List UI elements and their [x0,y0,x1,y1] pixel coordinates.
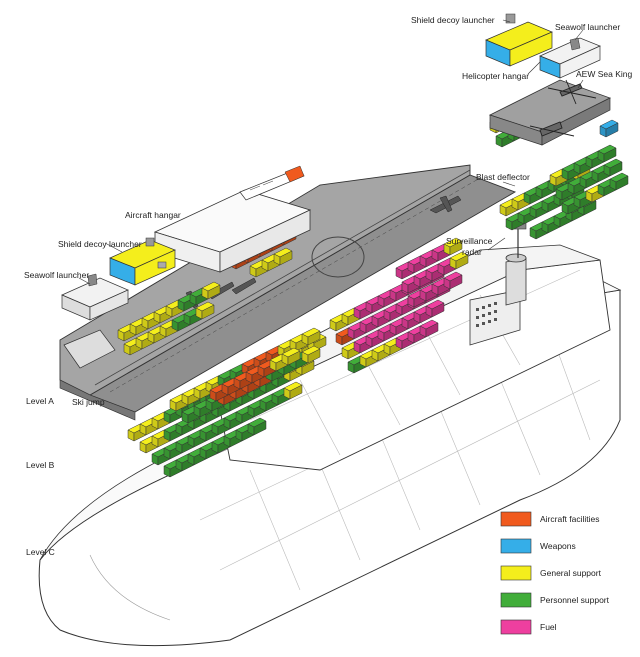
label-helicopter-hangar: Helicopter hangar [462,71,529,81]
deck-module-row-8-4 [603,158,623,177]
label-level-a: Level A [26,396,54,406]
module-row-5-10 [301,345,321,364]
label-aew-sea-king: AEW Sea King [576,69,632,79]
label-surveillance-radar-1: Surveillance [446,236,493,246]
legend-swatch [500,511,532,527]
module-row-2-11 [283,381,303,400]
deck-module-row-12-0 [599,119,619,138]
sea-king-helicopter [547,79,597,105]
module-row-12-4 [449,251,469,270]
deck-module-row-1-6 [195,301,215,320]
decoy-launcher-left-icon [145,237,155,247]
label-blast-deflector: Blast deflector [476,172,530,182]
deck-module-row-9-4 [609,172,629,191]
seawolf-top-icon [569,37,581,51]
label-seawolf-top: Seawolf launcher [555,22,620,32]
legend-label: General support [540,568,602,578]
lift-circle [311,236,365,278]
decoy-launcher-top-icon [505,13,516,24]
legend-swatch [500,538,532,554]
label-level-c: Level C [26,547,55,557]
module-row-9-7 [425,299,445,318]
legend-label: Weapons [540,541,576,551]
legend-swatch [500,592,532,608]
module-row-6-6 [281,347,301,366]
left-weapons-block [109,237,176,286]
module-row-3-7 [247,417,267,436]
label-surveillance-radar-2: radar [462,247,482,257]
level-b-modules [127,237,469,478]
legend-swatch [500,619,532,635]
deck-module-row-3-2 [273,247,293,266]
deck-module-row-7-4 [597,144,617,163]
callout-labels: Shield decoy launcher Seawolf launcher H… [24,15,632,557]
funnel [505,257,527,306]
aircraft-hangar [153,165,312,273]
module-row-8-2 [359,315,379,334]
label-shield-decoy-left: Shield decoy launcher [58,239,142,249]
module-row-4-11 [301,327,321,346]
legend-label: Personnel support [540,595,610,605]
deck-module-row-0-7 [201,281,221,300]
left-seawolf-block [61,273,129,321]
label-aircraft-hangar: Aircraft hangar [125,210,181,220]
legend-swatch [500,565,532,581]
top-right-stack [485,13,612,146]
module-row-2-5 [211,417,231,436]
label-level-b: Level B [26,460,55,470]
seawolf-left-icon [87,273,98,287]
label-ski-jump: Ski jump [72,397,105,407]
legend-label: Aircraft facilities [540,514,600,524]
module-row-11-4 [443,237,463,256]
module-row-13-3 [443,271,463,290]
label-shield-decoy-top: Shield decoy launcher [411,15,495,25]
island-superstructure [469,221,527,346]
level-a-modules [117,103,629,356]
label-seawolf-left: Seawolf launcher [24,270,89,280]
ski-jump-ramp [63,329,116,369]
legend-label: Fuel [540,622,557,632]
module-row-10-6 [419,319,439,338]
leader-lines [78,19,584,285]
